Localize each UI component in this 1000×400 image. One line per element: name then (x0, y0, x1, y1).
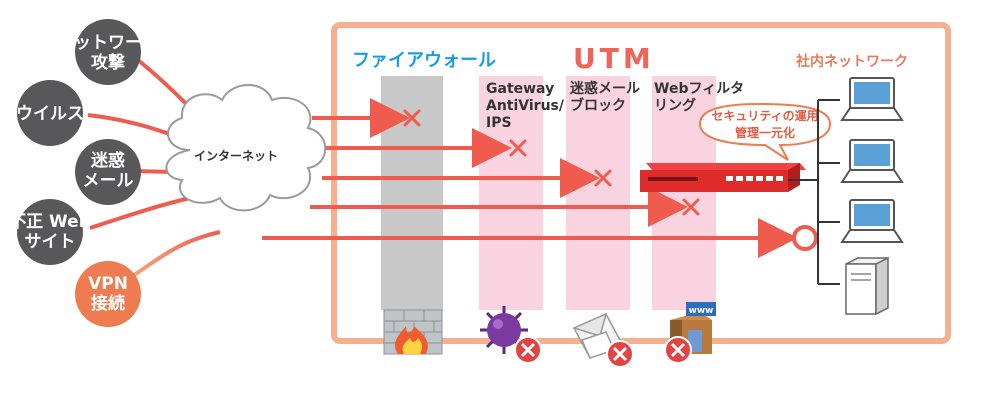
svg-text:セキュリティの運用: セキュリティの運用 (711, 109, 818, 123)
svg-text:攻撃: 攻撃 (91, 52, 125, 73)
utm-appliance-icon (640, 163, 806, 192)
threat-spam: 迷惑 メール (75, 139, 141, 205)
laptop-icon (840, 77, 904, 121)
svg-text:ウイルス: ウイルス (16, 104, 84, 124)
network-title: 社内ネットワーク (795, 53, 908, 70)
svg-text:迷惑メール: 迷惑メール (569, 80, 640, 97)
svg-text:接続: 接続 (91, 293, 125, 314)
network-tree (788, 99, 840, 285)
threat-malicious-web: 不正 Web サイト (9, 199, 91, 265)
threat-network-attack: ネットワーク 攻撃 (57, 19, 159, 85)
block-marks (403, 109, 700, 216)
svg-text:Gateway: Gateway (486, 81, 554, 97)
internet-cloud: インターネット (165, 84, 327, 212)
threat-virus: ウイルス (16, 80, 84, 146)
block-x-icon (594, 169, 612, 187)
utm-frame (331, 22, 951, 344)
virus-icon (480, 306, 542, 364)
firewall-title: ファイアウォール (352, 50, 496, 71)
block-x-icon (403, 109, 421, 127)
column-label-webfilter: Webフィルタ リング (654, 81, 744, 114)
svg-text:管理一元化: 管理一元化 (735, 125, 795, 140)
svg-text:Webフィルタ: Webフィルタ (654, 81, 744, 97)
svg-text:メール: メール (83, 171, 134, 191)
block-badge-icon (606, 340, 634, 368)
server-tower-icon (845, 256, 889, 316)
svg-text:不正 Web: 不正 Web (9, 212, 91, 232)
svg-text:VPN: VPN (88, 274, 128, 294)
utm-title: UTM (573, 42, 655, 75)
svg-text:ブロック: ブロック (570, 97, 626, 114)
allow-circle-icon (792, 225, 818, 251)
svg-text:インターネット: インターネット (194, 149, 278, 163)
column-label-gateway: Gateway AntiVirus/ IPS (486, 81, 565, 131)
svg-text:迷惑: 迷惑 (90, 150, 125, 171)
www-building-icon: www (664, 302, 716, 364)
svg-text:リング: リング (654, 97, 696, 114)
threat-arrows (262, 98, 798, 258)
block-x-icon (682, 198, 700, 216)
brick-fire-wall-icon (383, 309, 443, 355)
laptop-icon (840, 139, 904, 183)
block-x-icon (509, 139, 527, 157)
block-badge-icon (664, 336, 692, 364)
firewall-band (381, 76, 443, 310)
management-bubble: セキュリティの運用 管理一元化 (698, 102, 832, 161)
block-badge-icon (514, 336, 542, 364)
threat-vpn: VPN 接続 (75, 261, 141, 327)
gateway-band (479, 76, 543, 310)
column-label-spam: 迷惑メール ブロック (569, 80, 640, 114)
svg-text:AntiVirus/: AntiVirus/ (486, 98, 565, 114)
svg-text:サイト: サイト (25, 232, 76, 252)
svg-text:IPS: IPS (486, 115, 512, 131)
laptop-icon (840, 199, 904, 243)
svg-text:www: www (689, 306, 714, 316)
spam-mail-icon (571, 312, 634, 368)
svg-text:ネットワーク: ネットワーク (57, 33, 159, 53)
